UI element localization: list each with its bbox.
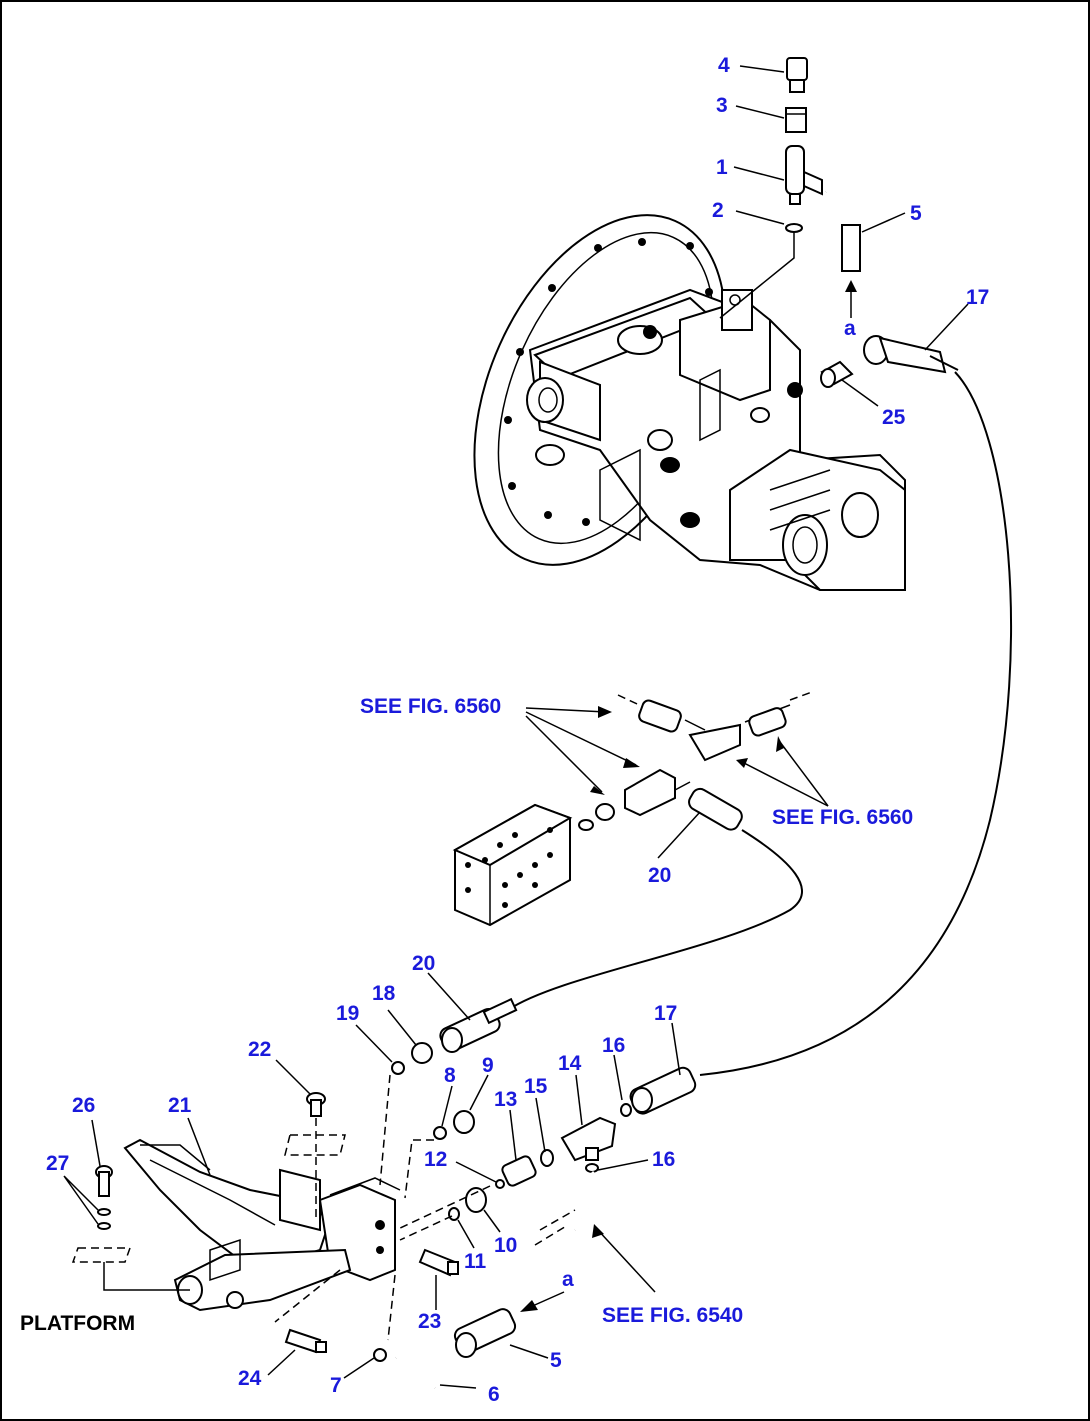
- callout-20-lower: 20: [412, 952, 435, 975]
- callout-22: 22: [248, 1038, 271, 1061]
- travel-pedal-valve: [71, 1092, 401, 1312]
- callout-10: 10: [494, 1234, 517, 1257]
- callout-19: 19: [336, 1002, 359, 1025]
- pressure-switches: [284, 1248, 459, 1354]
- callout-see-fig-6560-left: SEE FIG. 6560: [360, 695, 501, 718]
- callout-5-upper: 5: [910, 202, 922, 225]
- callout-see-fig-6560-right: SEE FIG. 6560: [772, 806, 913, 829]
- callout-labels: 4 3 1 2 5 a 17 25 SEE FIG. 6560 SEE FIG.…: [20, 54, 989, 1406]
- fig-6560-pointers: [525, 706, 829, 807]
- callout-12: 12: [424, 1148, 447, 1171]
- callout-6: 6: [488, 1383, 500, 1406]
- callout-23: 23: [418, 1310, 441, 1333]
- callout-4: 4: [718, 54, 730, 77]
- callout-a-lower: a: [562, 1268, 574, 1291]
- cable-20-end: [391, 997, 518, 1075]
- cable-20: [507, 829, 803, 1011]
- callout-21: 21: [168, 1094, 192, 1117]
- callout-14: 14: [558, 1052, 582, 1075]
- platform-label: PLATFORM: [20, 1312, 135, 1335]
- callout-8: 8: [444, 1064, 456, 1087]
- adjacent-pipes: [578, 691, 813, 831]
- callout-27: 27: [46, 1152, 69, 1175]
- control-valve-block: [452, 803, 573, 927]
- callout-16-lower: 16: [652, 1148, 675, 1171]
- callout-17-upper: 17: [966, 286, 989, 309]
- callout-18: 18: [372, 982, 396, 1005]
- callout-see-fig-6540: SEE FIG. 6540: [602, 1304, 743, 1327]
- callout-2: 2: [712, 199, 724, 222]
- pump-port-fittings: [820, 335, 959, 388]
- callout-5-lower: 5: [550, 1349, 562, 1372]
- pressure-tee-assembly: [719, 57, 861, 319]
- callout-25: 25: [882, 406, 906, 429]
- callout-3: 3: [716, 94, 728, 117]
- callout-17-lower: 17: [654, 1002, 677, 1025]
- callout-leaders: [63, 65, 969, 1389]
- cable-17-end: [433, 1066, 697, 1246]
- callout-24: 24: [238, 1367, 262, 1390]
- callout-11: 11: [464, 1250, 487, 1273]
- lower-hose-assembly: [373, 1308, 517, 1390]
- pointer-arrows-lower: [520, 1224, 656, 1312]
- callout-20-middle: 20: [648, 864, 671, 887]
- callout-26: 26: [72, 1094, 95, 1117]
- callout-16-upper: 16: [602, 1034, 625, 1057]
- callout-13: 13: [494, 1088, 517, 1111]
- callout-1: 1: [716, 156, 728, 179]
- callout-7: 7: [330, 1374, 342, 1397]
- dashed-leaders: [274, 1074, 491, 1341]
- callout-9: 9: [482, 1054, 494, 1077]
- callout-a-upper: a: [844, 317, 856, 340]
- hydraulic-pump-assembly: [473, 214, 906, 591]
- callout-15: 15: [524, 1075, 548, 1098]
- cable-17: [699, 371, 1013, 1076]
